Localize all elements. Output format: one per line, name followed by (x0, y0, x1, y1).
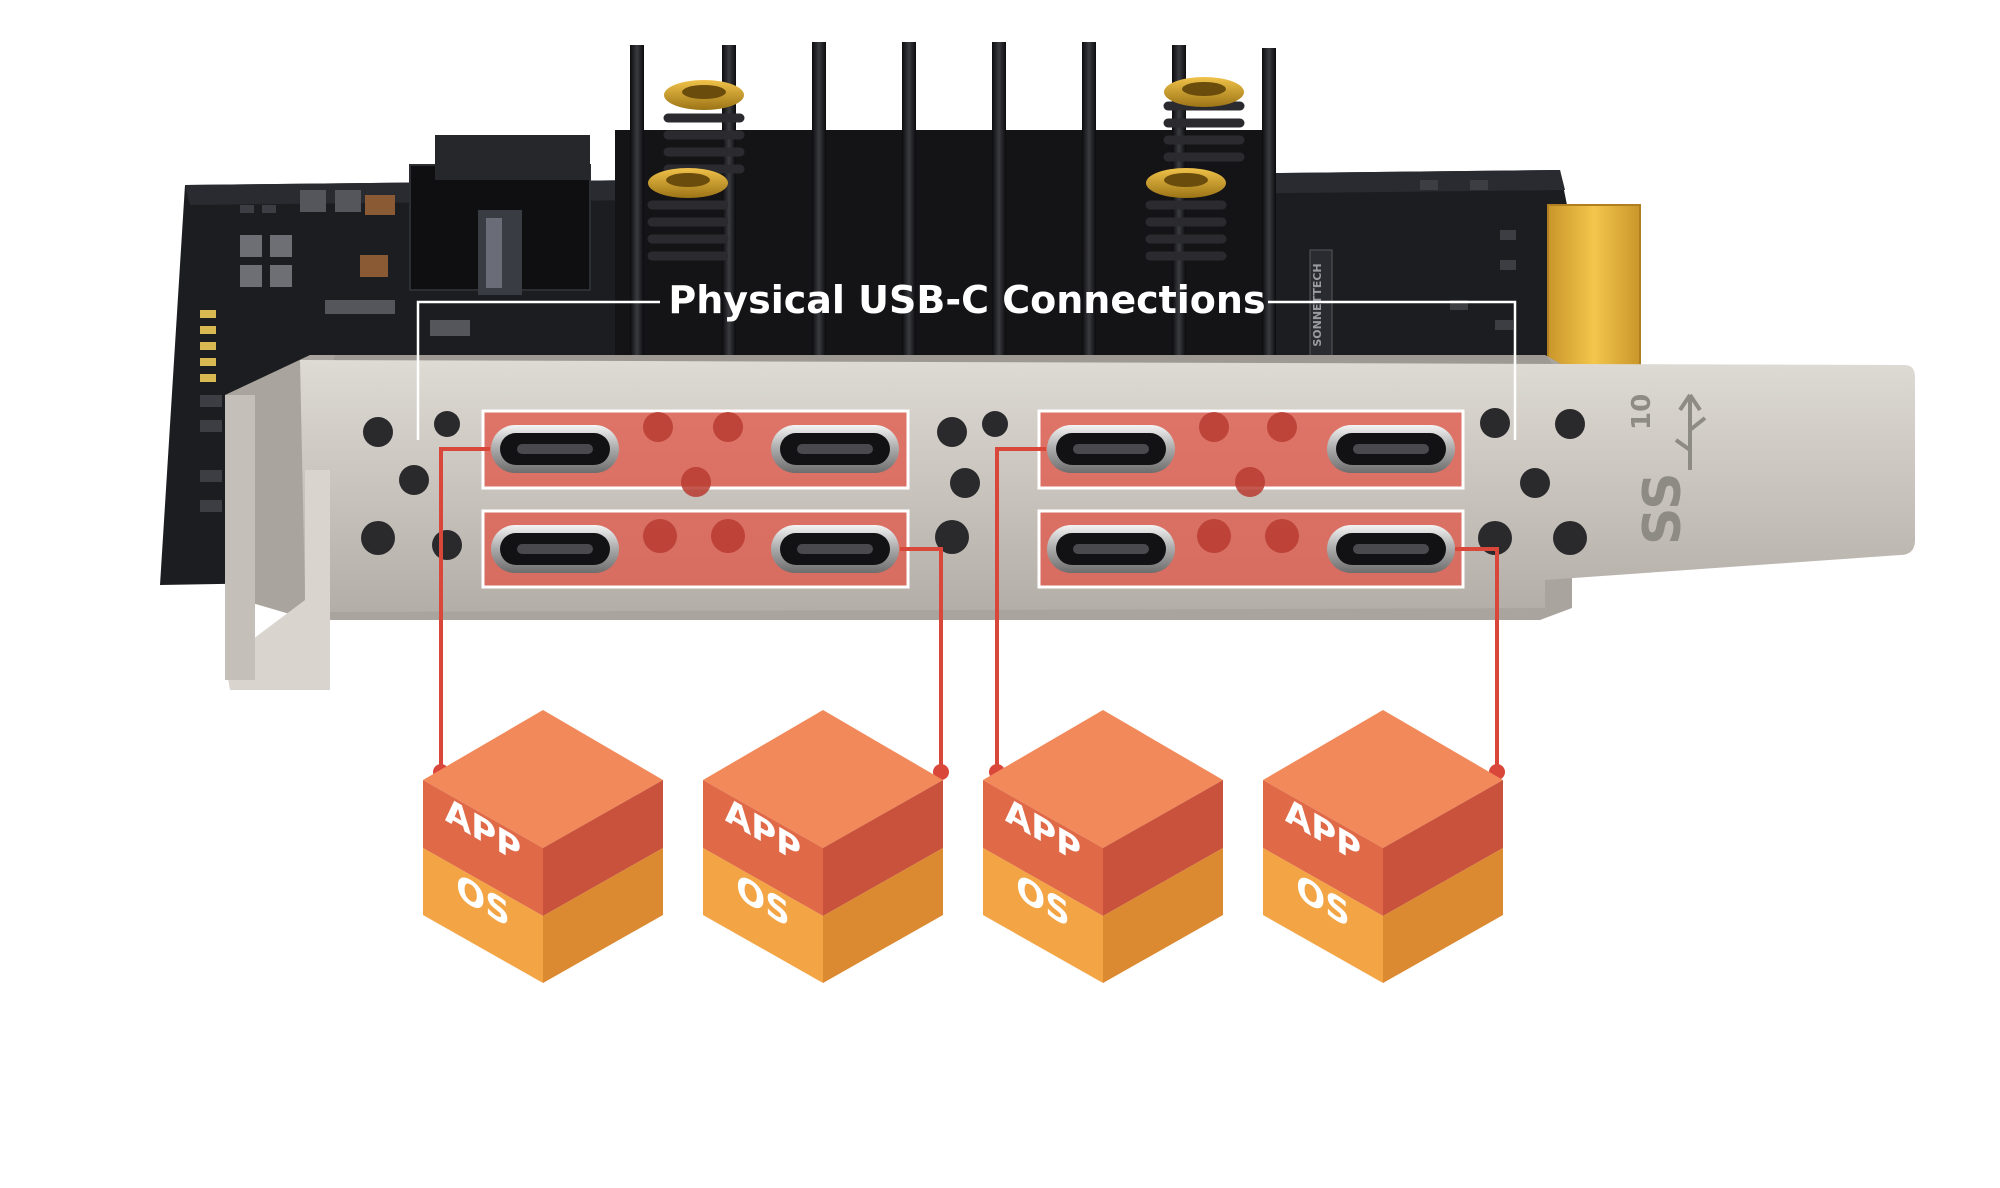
board-components (200, 180, 1516, 512)
cube-os-right-face (1383, 848, 1503, 983)
callout-title: Physical USB-C Connections (668, 278, 1265, 322)
cube-os-left-face (1263, 848, 1383, 983)
cube-os-right-face (823, 848, 943, 983)
usb-c-port (771, 525, 899, 573)
cube-os-right-face (1103, 848, 1223, 983)
connector-line-4 (1455, 547, 1499, 772)
connector-line-2 (900, 547, 943, 772)
usb-c-port (1047, 525, 1175, 573)
usb-c-port (491, 525, 619, 573)
cube-top (983, 710, 1223, 848)
speed-label: 10 (1627, 394, 1657, 430)
cube-app-right-face (543, 780, 663, 916)
usb-c-port (1047, 425, 1175, 473)
callout: Physical USB-C Connections (416, 278, 1517, 440)
connector-line-1 (439, 447, 490, 772)
inductor-block (409, 135, 591, 295)
usb-c-port (1327, 525, 1455, 573)
cube-app-left-face (703, 780, 823, 916)
cube-os-left-face (703, 848, 823, 983)
superspeed-logo-text: SS (1633, 472, 1693, 545)
connector-line-3 (995, 447, 1046, 772)
heatsink (615, 42, 1276, 368)
brand-text: SONNETTECH (1311, 263, 1324, 346)
cube-top (703, 710, 943, 848)
bracket-vent-holes (361, 408, 1587, 560)
mounting-springs (647, 77, 1245, 261)
usb-c-port (771, 425, 899, 473)
brand-label: SONNETTECH (1309, 249, 1333, 361)
usb-c-port (491, 425, 619, 473)
cube-top (423, 710, 663, 848)
cube-top (1263, 710, 1503, 848)
cube-app-left-face (983, 780, 1103, 916)
cube-os-left-face (423, 848, 543, 983)
cube-app-right-face (1383, 780, 1503, 916)
cube-app-left-face (1263, 780, 1383, 916)
cube-app-right-face (823, 780, 943, 916)
cube-os-left-face (983, 848, 1103, 983)
usb-c-ports (491, 425, 1455, 573)
usb-c-port (1327, 425, 1455, 473)
superspeed-logo: SS 10 (1627, 394, 1707, 545)
cube-os-right-face (543, 848, 663, 983)
cube-app-left-face (423, 780, 543, 916)
connector-lines (439, 447, 1499, 772)
cube-app-right-face (1103, 780, 1223, 916)
